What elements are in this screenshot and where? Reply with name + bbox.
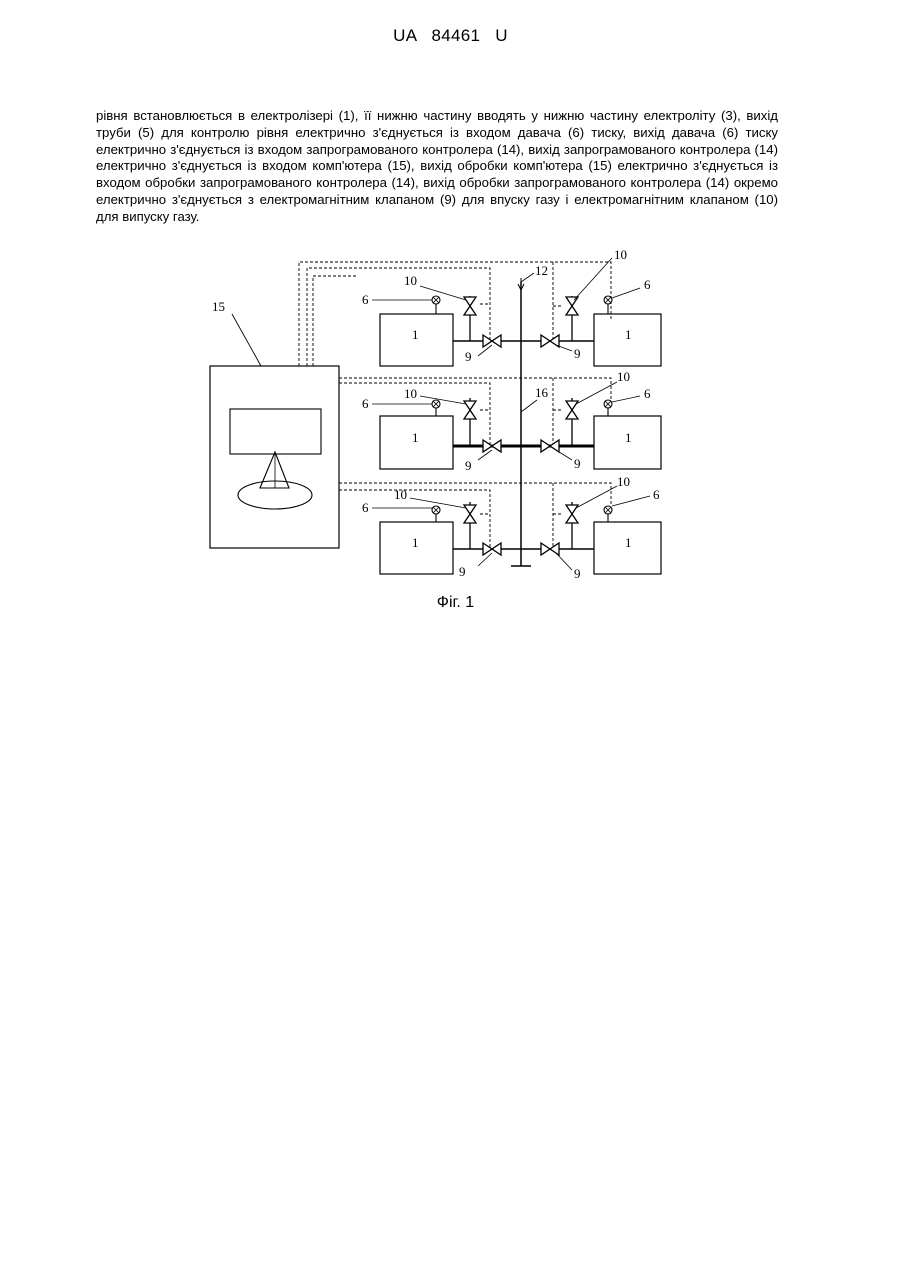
label-inlet-valve: 9 <box>459 564 466 579</box>
main-pipe <box>511 273 537 566</box>
label-outlet-valve: 10 <box>617 369 630 384</box>
figure-diagram: 15 12 16 1 1 1 1 1 1 6 6 6 6 6 6 10 10 1… <box>0 0 901 620</box>
label-electrolyzer: 1 <box>625 327 632 342</box>
label-inlet-valve: 9 <box>574 456 581 471</box>
label-electrolyzer: 1 <box>412 535 419 550</box>
label-sensor: 6 <box>362 500 369 515</box>
label-sensor: 6 <box>653 487 660 502</box>
label-outlet-valve: 10 <box>394 487 407 502</box>
label-inlet-valve: 9 <box>465 458 472 473</box>
label-inlet-valve: 9 <box>574 566 581 581</box>
label-computer: 15 <box>212 299 225 314</box>
label-manifold: 16 <box>535 385 549 400</box>
label-inlet-valve: 9 <box>465 349 472 364</box>
label-electrolyzer: 1 <box>625 535 632 550</box>
label-outlet-valve: 10 <box>404 386 417 401</box>
label-outlet-valve: 10 <box>404 273 417 288</box>
label-sensor: 6 <box>362 396 369 411</box>
label-electrolyzer: 1 <box>412 327 419 342</box>
label-main-pipe: 12 <box>535 263 548 278</box>
computer-block <box>210 314 339 548</box>
label-sensor: 6 <box>362 292 369 307</box>
label-outlet-valve: 10 <box>614 247 627 262</box>
figure-caption: Фіг. 1 <box>0 594 901 612</box>
label-electrolyzer: 1 <box>412 430 419 445</box>
label-sensor: 6 <box>644 277 651 292</box>
label-electrolyzer: 1 <box>625 430 632 445</box>
label-outlet-valve: 10 <box>617 474 630 489</box>
label-sensor: 6 <box>644 386 651 401</box>
label-inlet-valve: 9 <box>574 346 581 361</box>
